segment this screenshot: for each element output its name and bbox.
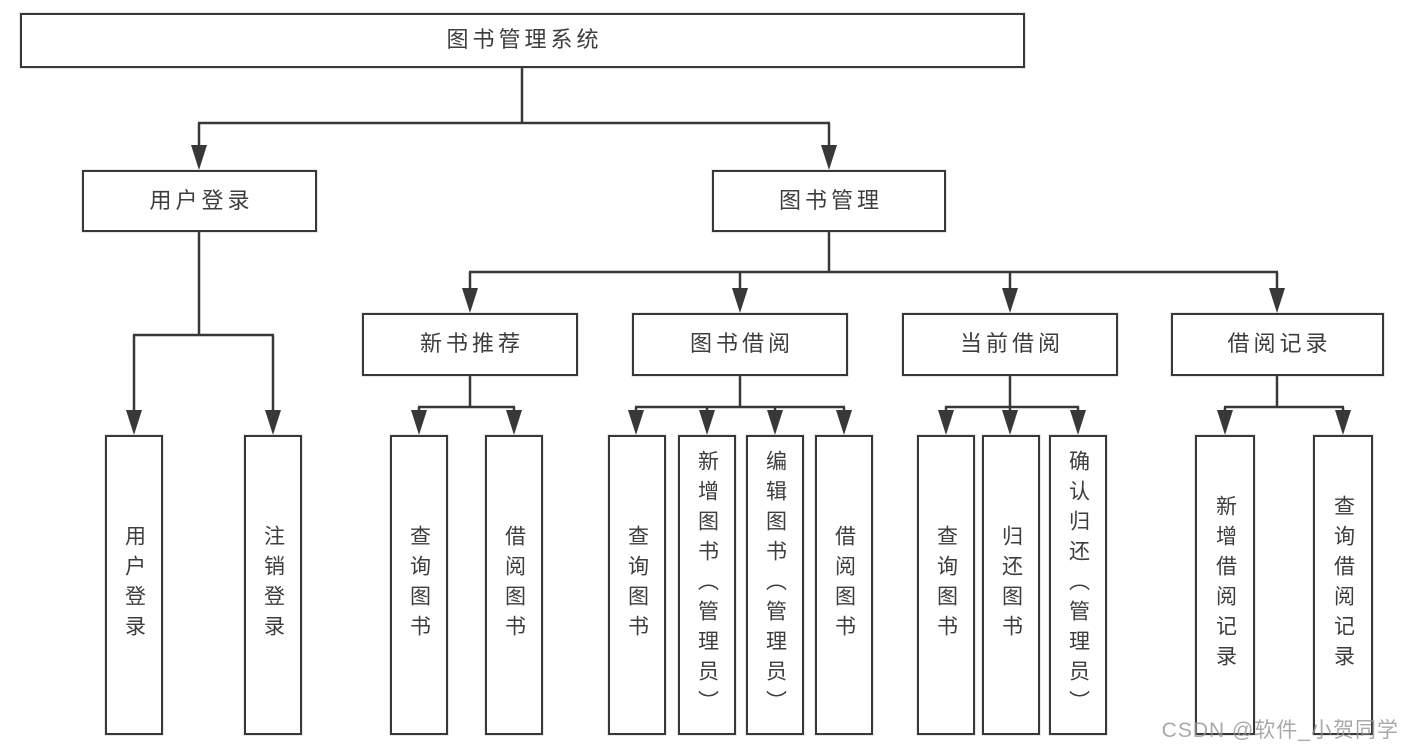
arrow-icon bbox=[265, 410, 281, 435]
leaf-nb-query-books-label: 查询图书 bbox=[407, 525, 431, 645]
arrow-icon bbox=[938, 410, 954, 435]
connector-book-mgmt-branch bbox=[468, 232, 1279, 292]
node-borrow-records-label: 借阅记录 bbox=[1227, 331, 1332, 357]
arrow-icon bbox=[462, 288, 478, 313]
connector-root-branch bbox=[197, 68, 831, 150]
node-new-book-recommend: 新书推荐 bbox=[362, 313, 578, 376]
arrow-icon bbox=[1002, 288, 1018, 313]
watermark: CSDN @软件_小贺同学 bbox=[1161, 719, 1399, 742]
leaf-nb-borrow-books: 借阅图书 bbox=[485, 435, 543, 735]
node-user-login: 用户登录 bbox=[82, 170, 317, 232]
connector-new-book-branch bbox=[417, 376, 516, 414]
leaf-bb-borrow-books-label: 借阅图书 bbox=[832, 525, 856, 645]
leaf-cb-return-books: 归还图书 bbox=[982, 435, 1040, 735]
leaf-cb-return-books-label: 归还图书 bbox=[999, 525, 1023, 645]
node-borrow-records: 借阅记录 bbox=[1171, 313, 1384, 376]
node-book-management: 图书管理 bbox=[712, 170, 946, 232]
leaf-logout: 注销登录 bbox=[244, 435, 302, 735]
leaf-cb-confirm-return-admin-label: 确认归还（管理员） bbox=[1066, 450, 1090, 720]
node-book-management-label: 图书管理 bbox=[778, 187, 883, 213]
node-book-borrow: 图书借阅 bbox=[632, 313, 848, 376]
arrow-icon bbox=[1335, 410, 1351, 435]
arrow-icon bbox=[1002, 410, 1018, 435]
leaf-user-login-label: 用户登录 bbox=[122, 525, 146, 645]
connector-borrow-records-branch bbox=[1223, 376, 1345, 414]
arrow-icon bbox=[1217, 410, 1233, 435]
arrow-icon bbox=[628, 410, 644, 435]
leaf-br-add-record-label: 新增借阅记录 bbox=[1213, 495, 1237, 675]
connector-current-borrow-branch bbox=[944, 376, 1080, 414]
leaf-br-add-record: 新增借阅记录 bbox=[1195, 435, 1255, 735]
node-book-borrow-label: 图书借阅 bbox=[689, 331, 794, 357]
arrow-icon bbox=[1269, 288, 1285, 313]
arrow-icon bbox=[1070, 410, 1086, 435]
arrow-icon bbox=[699, 410, 715, 435]
arrow-icon bbox=[836, 410, 852, 435]
arrow-icon bbox=[411, 410, 427, 435]
node-current-borrow: 当前借阅 bbox=[902, 313, 1118, 376]
node-current-borrow-label: 当前借阅 bbox=[959, 331, 1064, 357]
leaf-cb-confirm-return-admin: 确认归还（管理员） bbox=[1049, 435, 1107, 735]
leaf-logout-label: 注销登录 bbox=[261, 525, 285, 645]
arrow-icon bbox=[821, 145, 837, 170]
leaf-cb-query-books: 查询图书 bbox=[917, 435, 975, 735]
leaf-bb-edit-books-admin: 编辑图书（管理员） bbox=[746, 435, 804, 735]
leaf-bb-add-books-admin-label: 新增图书（管理员） bbox=[695, 450, 719, 720]
leaf-nb-borrow-books-label: 借阅图书 bbox=[502, 525, 526, 645]
arrow-icon bbox=[767, 410, 783, 435]
leaf-bb-edit-books-admin-label: 编辑图书（管理员） bbox=[763, 450, 787, 720]
node-new-book-recommend-label: 新书推荐 bbox=[419, 331, 524, 357]
leaf-br-query-record-label: 查询借阅记录 bbox=[1331, 495, 1355, 675]
connector-book-borrow-branch bbox=[634, 376, 846, 414]
arrow-icon bbox=[732, 288, 748, 313]
arrow-icon bbox=[506, 410, 522, 435]
arrow-icon bbox=[126, 410, 142, 435]
leaf-bb-query-books: 查询图书 bbox=[608, 435, 666, 735]
arrow-icon bbox=[191, 145, 207, 170]
leaf-bb-add-books-admin: 新增图书（管理员） bbox=[678, 435, 736, 735]
leaf-nb-query-books: 查询图书 bbox=[390, 435, 448, 735]
node-root-label: 图书管理系统 bbox=[446, 27, 603, 53]
leaf-cb-query-books-label: 查询图书 bbox=[934, 525, 958, 645]
node-root: 图书管理系统 bbox=[20, 13, 1025, 68]
node-user-login-label: 用户登录 bbox=[149, 187, 254, 213]
leaf-bb-query-books-label: 查询图书 bbox=[625, 525, 649, 645]
leaf-user-login: 用户登录 bbox=[105, 435, 163, 735]
connector-user-login-branch bbox=[132, 232, 275, 414]
leaf-br-query-record: 查询借阅记录 bbox=[1313, 435, 1373, 735]
leaf-bb-borrow-books: 借阅图书 bbox=[815, 435, 873, 735]
arrowheads bbox=[126, 145, 1351, 435]
